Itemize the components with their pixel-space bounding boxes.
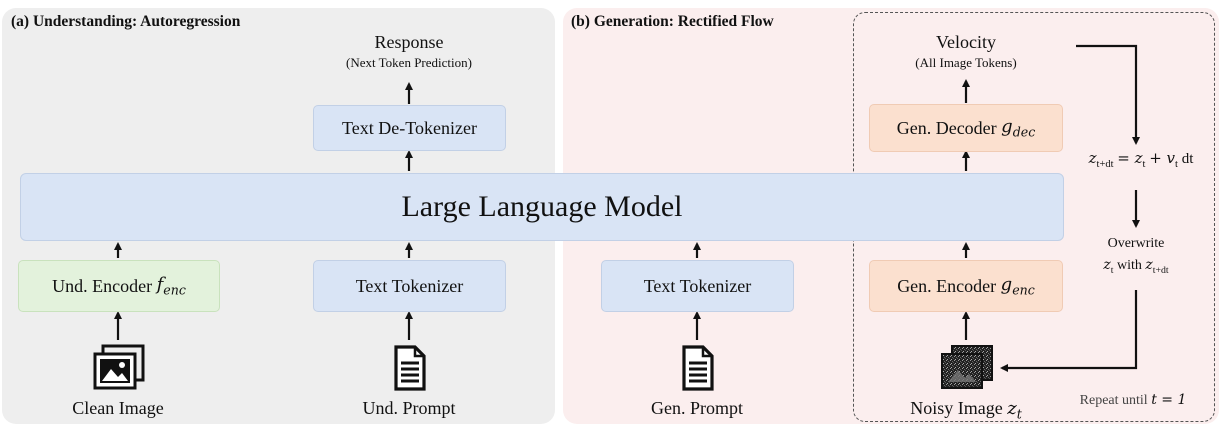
overwrite-target-sub: t+dt bbox=[1152, 264, 1169, 276]
noisy-image-label: Noisy Image zt bbox=[866, 398, 1066, 422]
noisy-image-icon bbox=[941, 345, 993, 389]
eq-v-sub: t bbox=[1175, 159, 1178, 170]
gen-encoder-symbol: g bbox=[1000, 274, 1013, 296]
response-label: Response bbox=[374, 32, 444, 52]
text-detokenizer: Text De-Tokenizer bbox=[313, 105, 506, 151]
large-language-model: Large Language Model bbox=[20, 173, 1064, 241]
repeat-text: Repeat until bbox=[1079, 393, 1148, 408]
und-text-tokenizer: Text Tokenizer bbox=[313, 260, 506, 312]
noisy-image-text: Noisy Image bbox=[910, 398, 1003, 418]
und-encoder-label: Und. Encoder bbox=[52, 275, 153, 296]
overwrite-line1: Overwrite bbox=[1107, 236, 1165, 251]
und-encoder-subscript: enc bbox=[163, 282, 186, 298]
gen-decoder-subscript: dec bbox=[1012, 124, 1036, 140]
loop-velocity-to-update bbox=[1076, 44, 1140, 145]
response-sublabel: (Next Token Prediction) bbox=[346, 55, 472, 70]
eq-dt: dt bbox=[1181, 151, 1194, 167]
gen-decoder-symbol: g bbox=[1001, 116, 1013, 138]
und-prompt-document-icon bbox=[394, 345, 426, 391]
noisy-image-subscript: t bbox=[1016, 406, 1022, 422]
velocity-label: Velocity bbox=[936, 32, 996, 52]
eq-lhs: z bbox=[1088, 149, 1097, 167]
overwrite-target: z bbox=[1145, 257, 1153, 273]
gen-encoder-subscript: enc bbox=[1012, 282, 1035, 298]
understanding-panel-title: (a) Understanding: Autoregression bbox=[11, 13, 241, 30]
clean-image-label: Clean Image bbox=[72, 398, 164, 418]
velocity-sublabel: (All Image Tokens) bbox=[915, 55, 1017, 70]
eq-rhs: = z bbox=[1117, 149, 1143, 167]
overwrite-z: z bbox=[1103, 257, 1111, 273]
overwrite-line2: zt with zt+dt bbox=[1066, 257, 1206, 276]
gen-decoder: Gen. Decoder gdec bbox=[869, 104, 1063, 152]
overwrite-with: with bbox=[1116, 258, 1142, 273]
repeat-until-text: Repeat until t = 1 bbox=[1058, 392, 1208, 409]
update-equation: zt+dt = zt + vt dt bbox=[1066, 149, 1216, 170]
gen-prompt-label: Gen. Prompt bbox=[651, 398, 743, 418]
eq-rhs-sub: t bbox=[1142, 159, 1146, 170]
noisy-image-symbol: z bbox=[1007, 398, 1017, 419]
gen-encoder: Gen. Encoder genc bbox=[869, 260, 1063, 312]
und-encoder-symbol: f bbox=[156, 274, 164, 296]
clean-image-icon bbox=[93, 344, 145, 390]
repeat-condition: t = 1 bbox=[1151, 392, 1187, 408]
generation-panel-title: (b) Generation: Rectified Flow bbox=[571, 13, 774, 30]
eq-lhs-sub: t+dt bbox=[1096, 159, 1114, 170]
gen-prompt-document-icon bbox=[682, 345, 714, 391]
gen-encoder-label: Gen. Encoder bbox=[897, 275, 997, 296]
eq-rhs-tail: + v bbox=[1149, 149, 1176, 167]
loop-overwrite-to-noisy-image bbox=[1000, 290, 1138, 372]
gen-decoder-label: Gen. Decoder bbox=[896, 117, 997, 138]
overwrite-z-sub: t bbox=[1110, 264, 1114, 276]
und-encoder: Und. Encoder fenc bbox=[18, 260, 220, 312]
gen-text-tokenizer: Text Tokenizer bbox=[601, 260, 794, 312]
und-prompt-label: Und. Prompt bbox=[362, 398, 456, 418]
